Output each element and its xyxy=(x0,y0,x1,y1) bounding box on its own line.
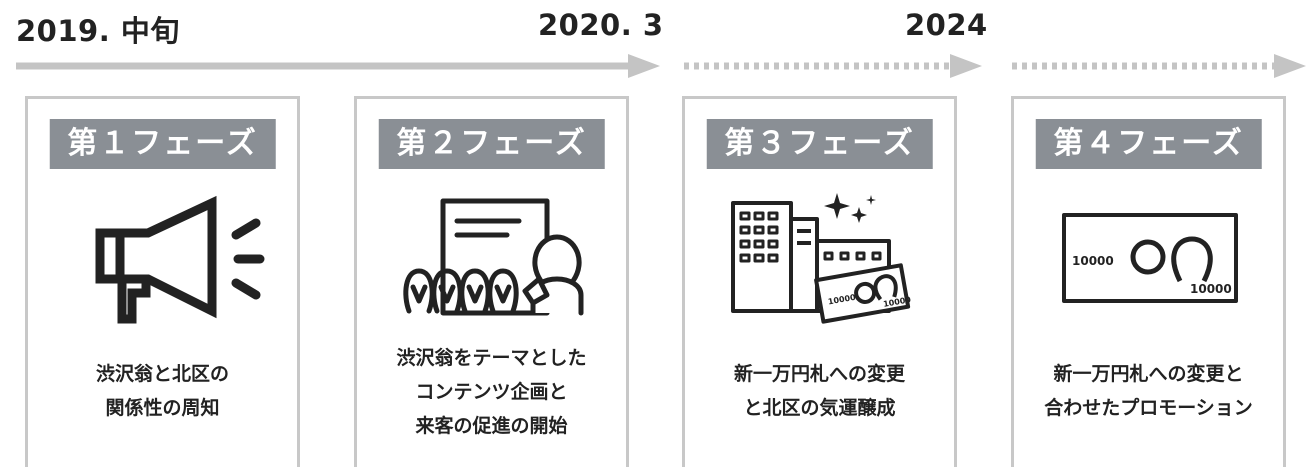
phase-description: 新一万円札への変更 と北区の気運醸成 xyxy=(733,363,905,419)
phase-card-2: 第２フェーズ 渋沢翁をテーマとした コンテンツ企画と 来客の促進の開始 xyxy=(354,96,629,467)
date-label-2020: 2020. 3 xyxy=(538,8,664,42)
phase-card-4: 第４フェーズ 10000 10000 新一万円札への変更と 合わせたプロモーショ… xyxy=(1011,96,1286,467)
phase-description: 渋沢翁と北区の 関係性の周知 xyxy=(95,363,229,419)
date-label-2019: 2019. 中旬 xyxy=(16,14,180,48)
audience-heads xyxy=(403,268,519,314)
timeline-arrowhead-1 xyxy=(628,54,660,78)
timeline xyxy=(16,54,1306,78)
phase-card-3: 第３フェーズ 10000 10000 xyxy=(682,96,957,467)
timeline-arrowhead-2 xyxy=(950,54,982,78)
phase-description: 渋沢翁をテーマとした コンテンツ企画と 来客の促進の開始 xyxy=(396,347,587,437)
date-label-2024: 2024 xyxy=(905,8,988,42)
presentation-audience-icon xyxy=(403,198,584,316)
phase-label: 第４フェーズ xyxy=(1035,119,1262,169)
sparkle-icons xyxy=(824,193,876,223)
banknote-icon: 10000 10000 xyxy=(1062,213,1238,303)
phase-label: 第３フェーズ xyxy=(706,119,933,169)
megaphone-icon xyxy=(95,195,265,324)
phase-card-1: 第１フェーズ 渋沢翁と北区の 関係性の周知 xyxy=(25,96,300,467)
phase-label: 第１フェーズ xyxy=(49,119,276,169)
phase-label: 第２フェーズ xyxy=(378,119,605,169)
banknote-value: 10000 xyxy=(1072,254,1114,268)
phase-description: 新一万円札への変更と 合わせたプロモーション xyxy=(1044,363,1253,419)
timeline-arrowhead-3 xyxy=(1274,54,1306,78)
banknote-value: 10000 xyxy=(1190,282,1232,296)
buildings-banknote-icon: 10000 10000 xyxy=(731,193,912,324)
